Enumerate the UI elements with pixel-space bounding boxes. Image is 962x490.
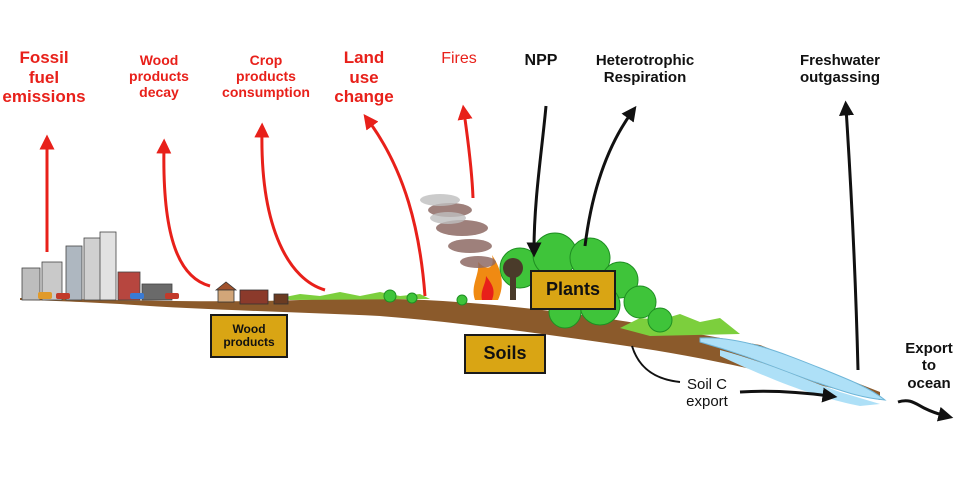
river-lower bbox=[720, 350, 880, 406]
label-wood-products-decay: Wood products decay bbox=[129, 52, 189, 101]
crop-arrow bbox=[254, 122, 326, 292]
soil-c-to-river-arrow bbox=[739, 387, 838, 403]
soil-c-export-arrow bbox=[631, 345, 681, 383]
label-crop-products: Crop products consumption bbox=[222, 52, 310, 101]
label-fossil-fuel: Fossil fuel emissions bbox=[2, 48, 86, 107]
label-soil-c-export: Soil C export bbox=[686, 376, 728, 411]
smoke bbox=[428, 203, 496, 268]
label-npp: NPP bbox=[524, 52, 558, 69]
npp-arrow bbox=[526, 105, 548, 258]
houses bbox=[214, 281, 289, 305]
label-heterotrophic-respiration: Heterotrophic Respiration bbox=[595, 52, 695, 87]
wood-decay-arrow bbox=[156, 138, 211, 288]
export-ocean-arrow bbox=[897, 399, 954, 422]
fires-arrow bbox=[457, 104, 475, 199]
heterotrophic-arrow bbox=[583, 105, 637, 247]
river bbox=[699, 337, 887, 401]
shrubs-left bbox=[383, 289, 468, 306]
box-soils: Soils bbox=[464, 334, 546, 374]
label-freshwater-outgassing: Freshwater outgassing bbox=[799, 52, 881, 87]
freshwater-arrow bbox=[839, 100, 860, 371]
label-export-to-ocean: Export to ocean bbox=[905, 340, 953, 392]
soil-layer bbox=[20, 298, 880, 400]
city bbox=[21, 231, 173, 301]
land-use-arrow bbox=[363, 113, 427, 297]
label-fires: Fires bbox=[441, 50, 477, 67]
smoke-light bbox=[420, 194, 466, 224]
label-land-use-change: Land use change bbox=[334, 48, 394, 107]
box-plants: Plants bbox=[530, 270, 616, 310]
box-wood-products: Wood products bbox=[210, 314, 288, 358]
burnt-tree bbox=[503, 258, 523, 300]
cars bbox=[38, 292, 179, 299]
